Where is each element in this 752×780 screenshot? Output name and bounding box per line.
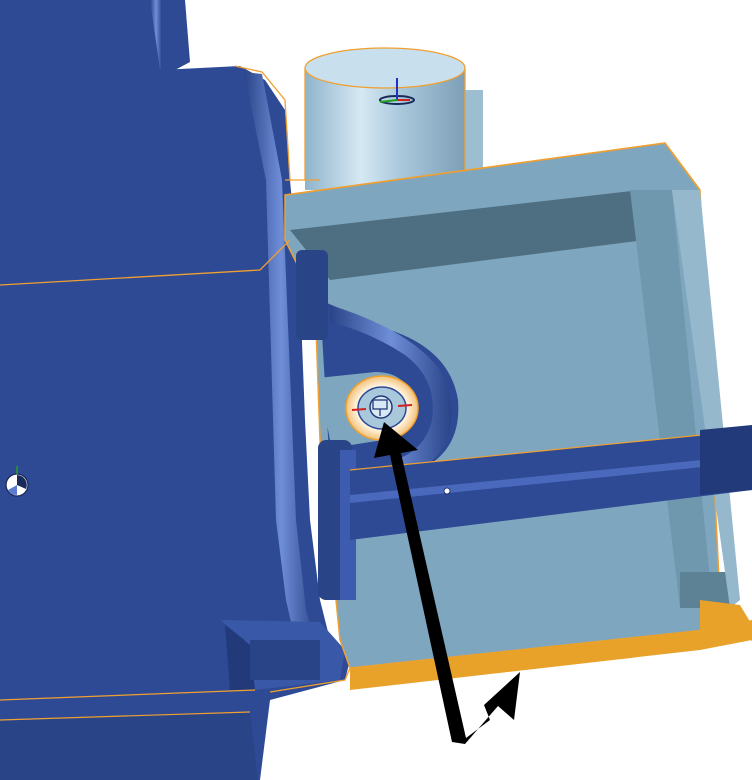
selection-outline (0, 65, 466, 693)
hole-point-icon[interactable] (443, 487, 451, 495)
horizontal-rod[interactable] (349, 425, 752, 540)
annotation-arrow (374, 422, 520, 744)
cylinder-boss[interactable] (304, 47, 483, 190)
mate-connector-icon[interactable] (379, 78, 415, 105)
pivot-boss[interactable] (296, 250, 459, 600)
hole-point-icon[interactable] (351, 395, 413, 419)
view-orientation-triad-icon[interactable] (5, 466, 29, 497)
main-housing-body[interactable] (0, 0, 350, 780)
